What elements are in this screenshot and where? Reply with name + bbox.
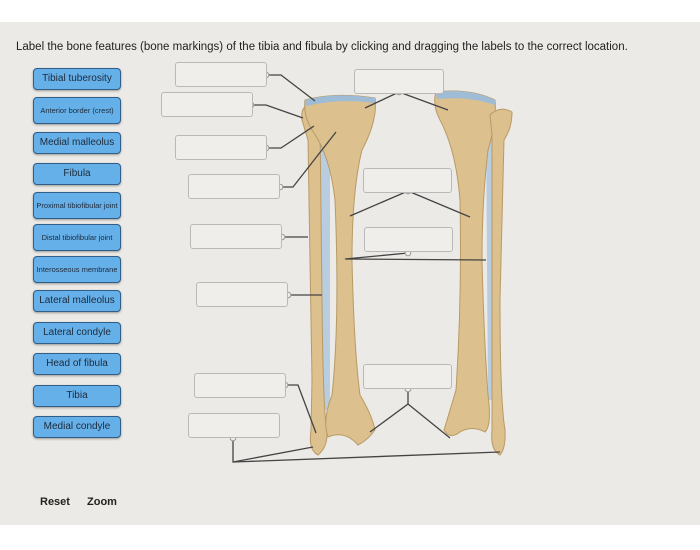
drop-target[interactable] [188, 174, 280, 199]
label-fibula[interactable]: Fibula [33, 163, 121, 185]
label-anterior-border[interactable]: Anterior border (crest) [33, 97, 121, 124]
drop-target[interactable] [161, 92, 253, 117]
label-tibial-tuberosity[interactable]: Tibial tuberosity [33, 68, 121, 90]
reset-button[interactable]: Reset [40, 496, 70, 508]
drop-target[interactable] [196, 282, 288, 307]
tibia-posterior [434, 90, 496, 436]
cartilage-posterior [436, 91, 495, 105]
instructions: Label the bone features (bone markings) … [16, 41, 628, 53]
label-lateral-condyle[interactable]: Lateral condyle [33, 322, 121, 344]
label-lateral-malleolus[interactable]: Lateral malleolus [33, 290, 121, 312]
drop-target[interactable] [175, 135, 267, 160]
drop-target[interactable] [364, 227, 453, 252]
drop-target[interactable] [188, 413, 280, 438]
label-interosseous-membrane[interactable]: Interosseous membrane [33, 256, 121, 283]
label-medial-malleolus[interactable]: Medial malleolus [33, 132, 121, 154]
drop-target[interactable] [363, 168, 452, 193]
cartilage-anterior [305, 95, 375, 106]
tibia-anterior [304, 94, 376, 446]
zoom-button[interactable]: Zoom [87, 496, 117, 508]
label-head-of-fibula[interactable]: Head of fibula [33, 353, 121, 375]
label-medial-condyle[interactable]: Medial condyle [33, 416, 121, 438]
fibula-posterior [489, 108, 513, 456]
label-tibia[interactable]: Tibia [33, 385, 121, 407]
drop-target[interactable] [175, 62, 267, 87]
label-proximal-tibiofibular-joint[interactable]: Proximal tibiofibular joint [33, 192, 121, 219]
drop-target[interactable] [354, 69, 444, 94]
drop-target[interactable] [194, 373, 286, 398]
label-distal-tibiofibular-joint[interactable]: Distal tibiofibular joint [33, 224, 121, 251]
leader-lines [232, 74, 501, 463]
drop-target[interactable] [363, 364, 452, 389]
drop-target[interactable] [190, 224, 282, 249]
